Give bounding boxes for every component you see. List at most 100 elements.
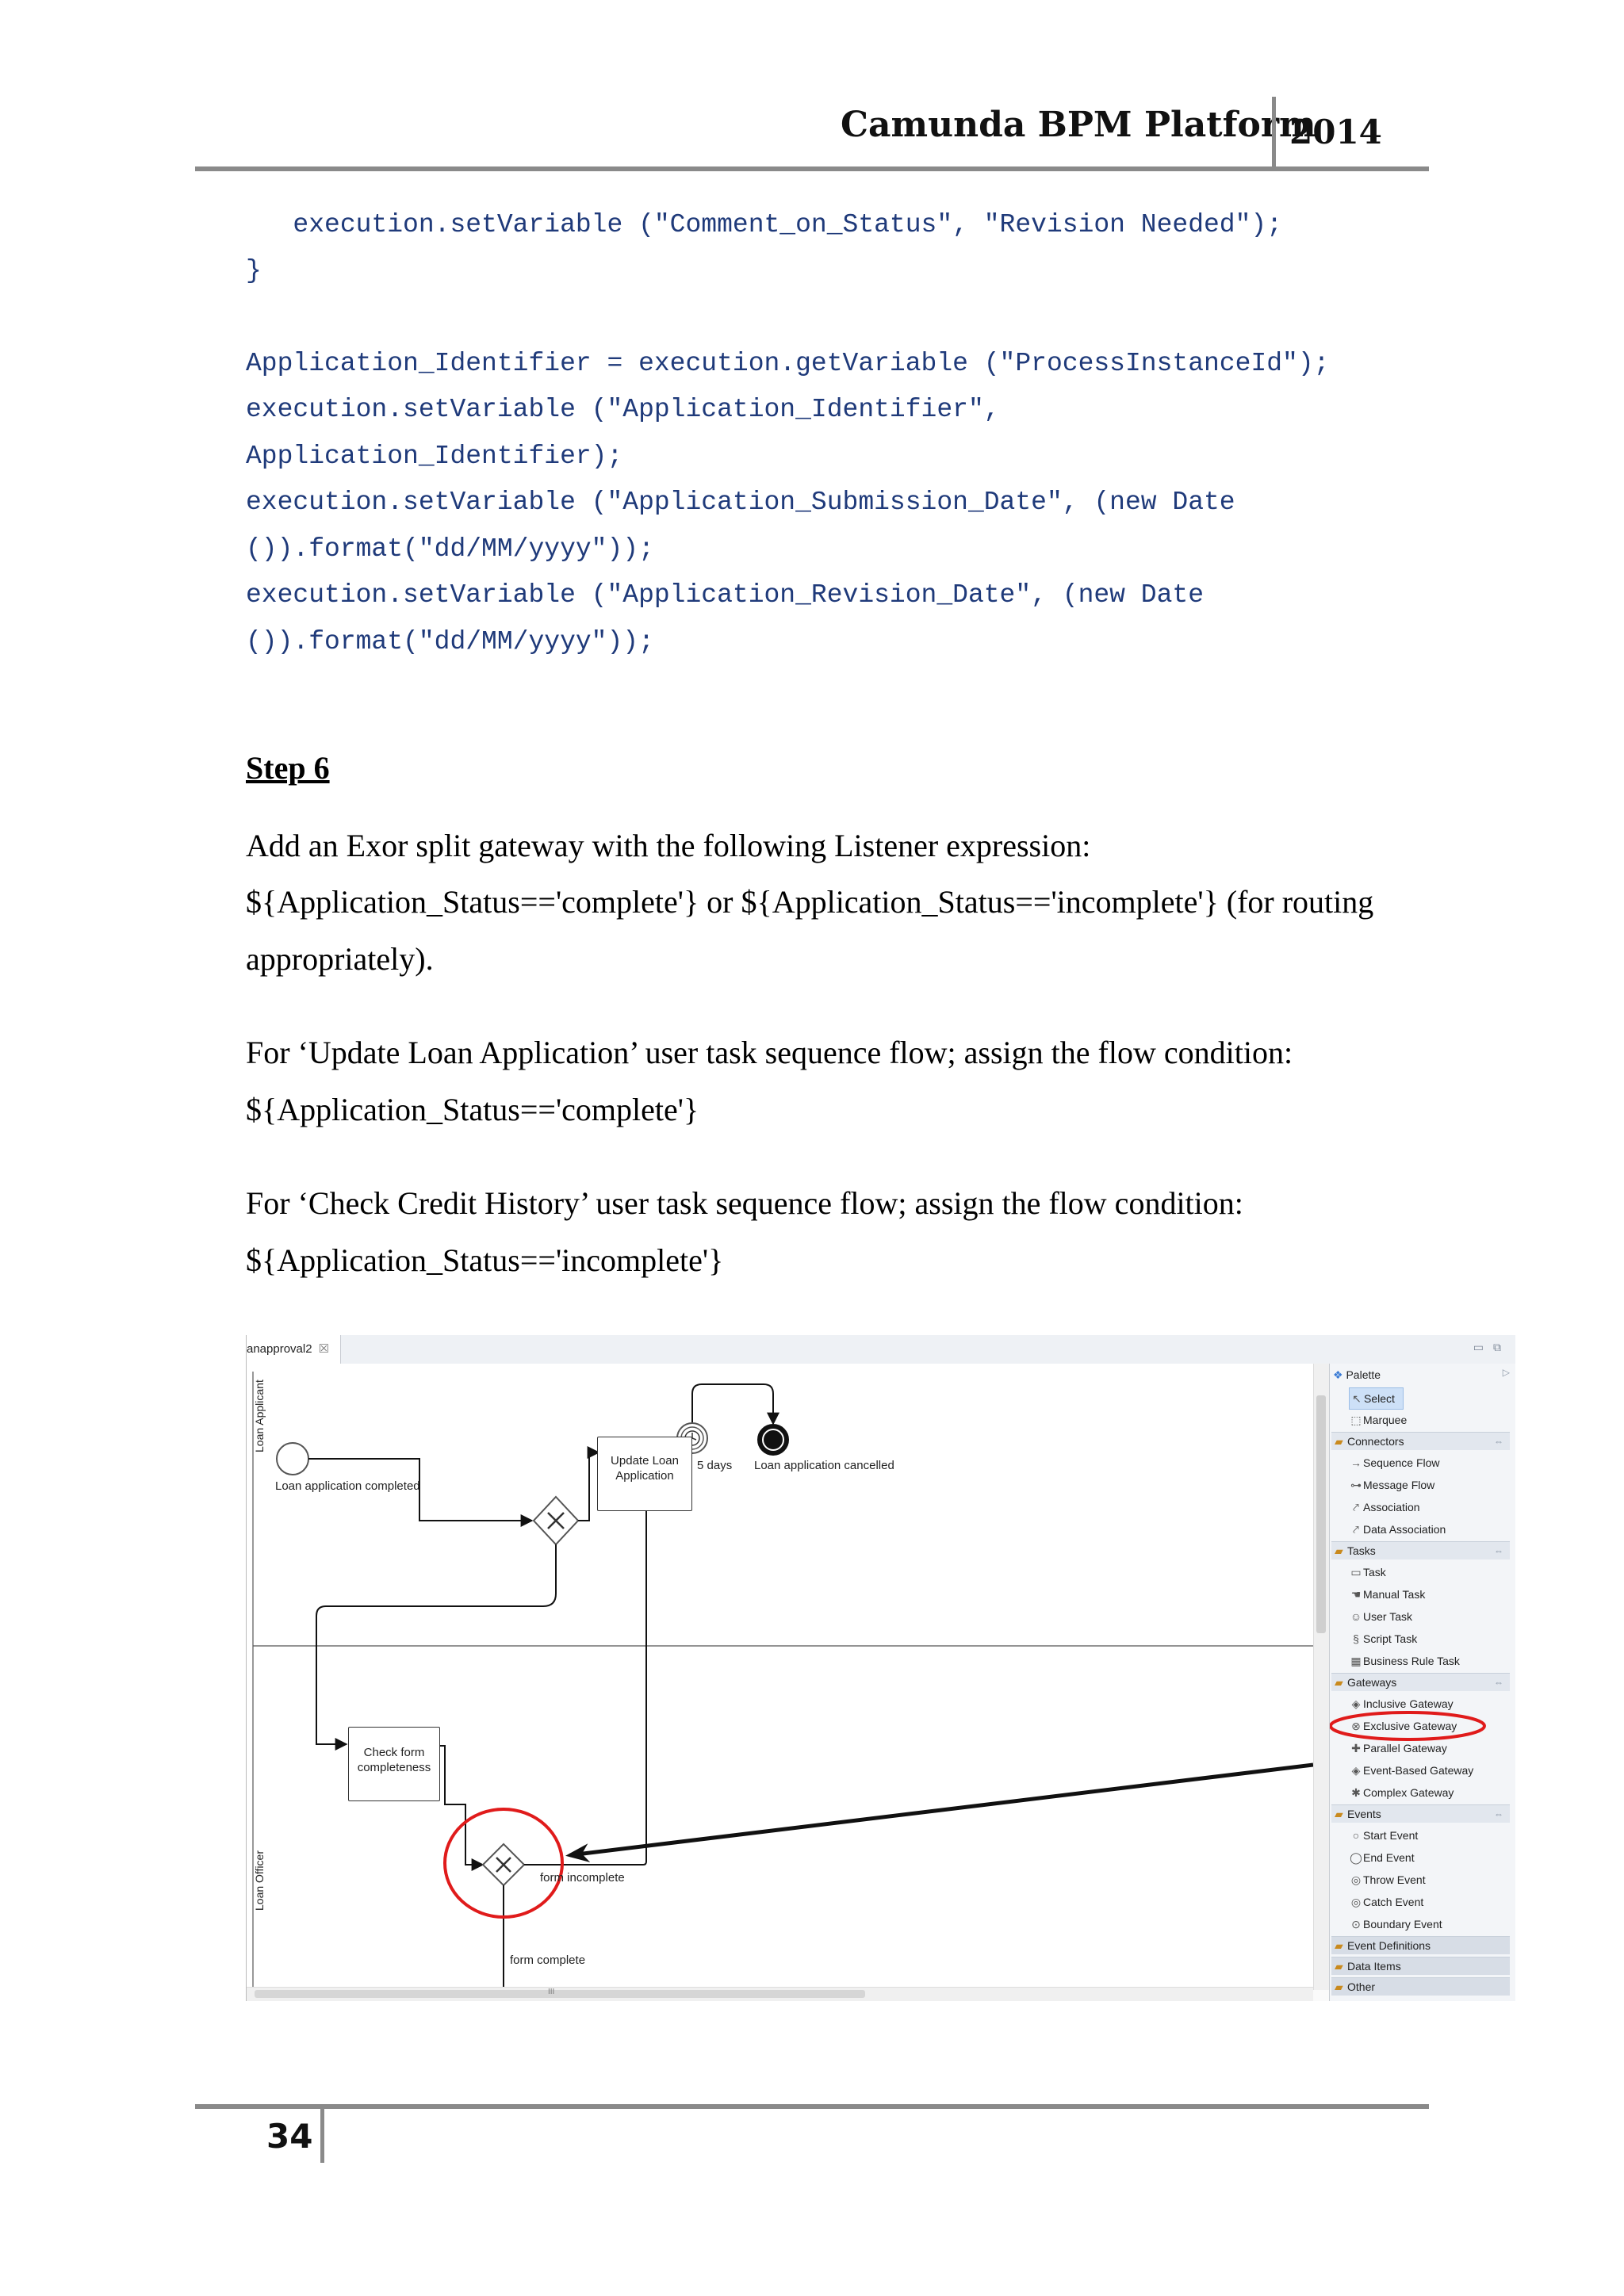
palette-panel: ❖ Palette ▷ ↖Select ⬚Marquee ▰Connectors… [1329, 1364, 1515, 2001]
close-icon[interactable]: ☒ [318, 1342, 330, 1356]
palette-item-label: Start Event [1363, 1829, 1419, 1842]
exclusive-gateway-split [532, 1495, 580, 1546]
palette-item-label: Catch Event [1363, 1896, 1424, 1908]
folder-icon: ▰ [1335, 1435, 1343, 1448]
page-number: 34 [266, 2117, 313, 2156]
palette-item[interactable]: ⤤Data Association [1349, 1519, 1446, 1540]
code-line: execution.setVariable ("Comment_on_Statu… [246, 210, 1283, 239]
parallel-gateway-icon: ✚ [1351, 1742, 1361, 1755]
palette-group-other[interactable]: ▰ Other [1331, 1977, 1510, 1996]
exclusive-gateway-icon: ⊗ [1351, 1720, 1361, 1732]
header-separator [1272, 97, 1276, 170]
paragraph-line: ${Application_Status=='complete'} [246, 1092, 699, 1127]
annotation-circle [443, 1808, 564, 1919]
sequence-flow [691, 1383, 779, 1437]
folder-icon: ▰ [1335, 1980, 1343, 1993]
palette-item[interactable]: ☺User Task [1349, 1606, 1412, 1627]
footer-rule [195, 2104, 1429, 2109]
code-line: } [246, 256, 262, 285]
message-flow-icon: ⊶ [1350, 1479, 1362, 1491]
diagram-svg [252, 1372, 1313, 1990]
end-event-label: Loan application cancelled [754, 1459, 894, 1472]
palette-item-label: Throw Event [1363, 1873, 1426, 1886]
catch-event-icon: ◎ [1350, 1896, 1362, 1908]
pointer-icon: ↖ [1352, 1392, 1362, 1405]
flow-label-incomplete: form incomplete [540, 1871, 625, 1885]
palette-group-data-items[interactable]: ▰ Data Items [1331, 1957, 1510, 1975]
palette-item-label: Association [1363, 1501, 1420, 1513]
diagram-canvas[interactable]: Loan Applicant Loan Officer Update Loan … [247, 1364, 1313, 1990]
palette-annotation-svg [1330, 1711, 1486, 1741]
palette-group-tasks[interactable]: ▰Tasks⇔ [1331, 1541, 1510, 1559]
palette-item[interactable]: ◎Catch Event [1349, 1892, 1423, 1912]
palette-icon: ❖ [1333, 1368, 1343, 1381]
palette-item-label: Event-Based Gateway [1363, 1764, 1474, 1777]
palette-title: ❖ Palette [1333, 1365, 1381, 1384]
editor-tab[interactable]: anapproval2 ☒ [247, 1335, 342, 1364]
annotation-ellipse [1330, 1711, 1486, 1741]
paragraph-line: Add an Exor split gateway with the follo… [246, 828, 1091, 863]
maximize-icon[interactable]: ⧉ [1493, 1341, 1501, 1354]
palette-tool-select[interactable]: ↖Select [1349, 1387, 1404, 1410]
palette-tool-marquee[interactable]: ⬚Marquee [1349, 1410, 1407, 1430]
scroll-grip: III [548, 1988, 555, 1996]
script-task-icon: § [1353, 1632, 1359, 1645]
scroll-thumb[interactable] [255, 1990, 865, 1998]
palette-item[interactable]: ✚Parallel Gateway [1349, 1738, 1447, 1758]
palette-group-label: Events [1347, 1808, 1381, 1820]
palette-item[interactable]: ✱Complex Gateway [1349, 1782, 1454, 1803]
code-line: Application_Identifier); [246, 442, 623, 471]
palette-item-label: Parallel Gateway [1363, 1742, 1447, 1755]
paragraph-line: ${Application_Status=='incomplete'} [246, 1242, 724, 1278]
task-update-loan-application[interactable]: Update Loan Application [597, 1437, 692, 1511]
timer-label: 5 days [697, 1459, 733, 1472]
horizontal-scrollbar[interactable]: III [247, 1987, 1313, 2001]
palette-group-label: Data Items [1347, 1960, 1401, 1973]
palette-group-gateways[interactable]: ▰Gateways⇔ [1331, 1673, 1510, 1691]
pin-icon: ⇔ [1494, 1436, 1503, 1447]
folder-icon: ▰ [1335, 1808, 1343, 1820]
task-icon: ▭ [1350, 1566, 1362, 1578]
palette-group-label: Gateways [1347, 1676, 1397, 1689]
palette-item[interactable]: ◎Throw Event [1349, 1869, 1426, 1890]
palette-item[interactable]: ⊶Message Flow [1349, 1475, 1434, 1495]
palette-item-exclusive-gateway[interactable]: ⊗Exclusive Gateway [1349, 1716, 1457, 1736]
palette-item-label: Message Flow [1363, 1479, 1435, 1491]
code-line: ()).format("dd/MM/yyyy")); [246, 627, 654, 656]
palette-item[interactable]: ◈Event-Based Gateway [1349, 1760, 1474, 1781]
editor-tab-label: anapproval2 [247, 1342, 312, 1356]
palette-item[interactable]: ○Start Event [1349, 1825, 1419, 1846]
palette-group-event-definitions[interactable]: ▰Event Definitions [1331, 1936, 1510, 1954]
palette-item[interactable]: ◯End Event [1349, 1847, 1414, 1868]
paragraph-line: For ‘Update Loan Application’ user task … [246, 1035, 1293, 1070]
vertical-scrollbar[interactable] [1313, 1364, 1330, 1990]
palette-item[interactable]: §Script Task [1349, 1628, 1417, 1649]
palette-item-label: User Task [1363, 1610, 1412, 1623]
folder-icon: ▰ [1335, 1960, 1343, 1973]
task-label: Check form completeness [357, 1746, 431, 1774]
palette-item[interactable]: ⊙Boundary Event [1349, 1914, 1442, 1934]
start-event [276, 1442, 309, 1475]
palette-group-connectors[interactable]: ▰Connectors⇔ [1331, 1432, 1510, 1450]
palette-group-label: Other [1347, 1980, 1376, 1993]
minimize-icon[interactable]: ▭ [1473, 1341, 1484, 1354]
palette-item[interactable]: ◈Inclusive Gateway [1349, 1693, 1454, 1714]
palette-item-label: Exclusive Gateway [1363, 1720, 1457, 1732]
header-year: 2014 [1289, 113, 1382, 151]
sequence-flow [524, 1489, 653, 1866]
palette-item[interactable]: ☚Manual Task [1349, 1584, 1426, 1605]
boundary-event-icon: ⊙ [1351, 1918, 1361, 1931]
palette-item[interactable]: ▦Business Rule Task [1349, 1651, 1460, 1671]
palette-item[interactable]: ▭Task [1349, 1562, 1385, 1582]
collapse-icon[interactable]: ▷ [1502, 1367, 1510, 1378]
palette-item[interactable]: ⤤Association [1349, 1497, 1420, 1517]
scroll-thumb[interactable] [1316, 1395, 1326, 1633]
sequence-flow [578, 1446, 600, 1521]
task-check-form-completeness[interactable]: Check form completeness [348, 1727, 440, 1801]
palette-group-events[interactable]: ▰Events⇔ [1331, 1804, 1510, 1823]
palette-item[interactable]: →Sequence Flow [1349, 1452, 1440, 1473]
sequence-flow [316, 1544, 557, 1751]
start-event-icon: ○ [1352, 1829, 1360, 1842]
business-rule-task-icon: ▦ [1350, 1655, 1362, 1667]
sequence-flow-icon: → [1350, 1456, 1362, 1469]
